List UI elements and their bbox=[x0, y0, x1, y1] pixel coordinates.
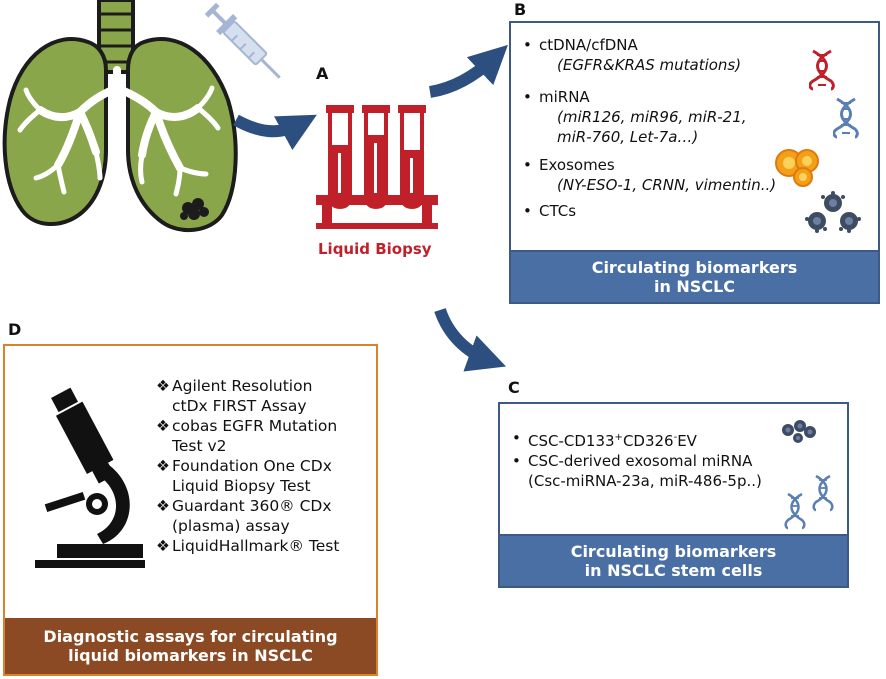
biomarker-exosomes: Exosomes bbox=[523, 155, 776, 175]
assay-foundation-cont: Liquid Biopsy Test bbox=[172, 477, 311, 495]
panel-b-footer: Circulating biomarkers in NSCLC bbox=[511, 250, 878, 302]
panel-d-footer-line-2: liquid biomarkers in NSCLC bbox=[68, 646, 313, 665]
assay-guardant: ❖Guardant 360® CDx bbox=[156, 497, 332, 515]
microscope-icon bbox=[35, 387, 145, 568]
csc-mirna-item: CSC-derived exosomal miRNA bbox=[512, 451, 762, 471]
panel-b-letter: B bbox=[514, 0, 527, 19]
panel-c-footer-line-1: Circulating biomarkers bbox=[570, 542, 777, 561]
biomarker-mirna-detail-2: miR-760, Let-7a…) bbox=[557, 128, 699, 146]
panel-c-footer-line-2: in NSCLC stem cells bbox=[584, 561, 763, 580]
panel-c-letter: C bbox=[508, 378, 520, 397]
assay-cobas-cont: Test v2 bbox=[172, 437, 227, 455]
panel-c-footer: Circulating biomarkers in NSCLC stem cel… bbox=[500, 534, 847, 586]
assay-cobas: ❖cobas EGFR Mutation bbox=[156, 417, 338, 435]
assay-agilent-cont: ctDx FIRST Assay bbox=[172, 397, 307, 415]
panel-b-footer-line-1: Circulating biomarkers bbox=[591, 258, 798, 277]
biomarker-mirna: miRNA bbox=[523, 87, 776, 107]
biomarker-exosomes-detail: (NY-ESO-1, CRNN, vimentin..) bbox=[557, 176, 777, 194]
ctc-cell-icon bbox=[782, 420, 816, 443]
assay-guardant-cont: (plasma) assay bbox=[172, 517, 290, 535]
csc-ev-item: CSC-CD133+CD326-EV bbox=[512, 428, 762, 451]
panel-c-list: CSC-CD133+CD326-EV CSC-derived exosomal … bbox=[512, 428, 762, 491]
assay-foundation: ❖Foundation One CDx bbox=[156, 457, 332, 475]
panel-b-box: ctDNA/cfDNA (EGFR&KRAS mutations) miRNA … bbox=[509, 21, 880, 304]
panel-d-box: ❖Agilent Resolution ctDx FIRST Assay ❖co… bbox=[3, 344, 378, 676]
ctc-cell-icon bbox=[805, 191, 861, 233]
biomarker-ctdna: ctDNA/cfDNA bbox=[523, 35, 776, 55]
dna-icon bbox=[809, 49, 835, 91]
dna-icon bbox=[784, 474, 834, 530]
panel-d-footer-line-1: Diagnostic assays for circulating bbox=[43, 627, 338, 646]
exosome-icon bbox=[775, 149, 819, 187]
biomarker-mirna-detail-1: (miR126, miR96, miR-21, bbox=[557, 108, 747, 126]
syringe-icon bbox=[204, 2, 281, 79]
assay-agilent: ❖Agilent Resolution bbox=[156, 377, 313, 395]
panel-c-box: CSC-CD133+CD326-EV CSC-derived exosomal … bbox=[498, 402, 849, 588]
panel-d-footer: Diagnostic assays for circulating liquid… bbox=[5, 618, 376, 674]
dna-icon bbox=[833, 97, 859, 139]
panel-b-footer-line-2: in NSCLC bbox=[653, 277, 736, 296]
test-tubes-icon bbox=[316, 105, 438, 229]
biomarker-ctdna-detail: (EGFR&KRAS mutations) bbox=[557, 56, 742, 74]
arrow-lungs-to-biopsy bbox=[233, 114, 317, 151]
panel-d-letter: D bbox=[8, 320, 22, 339]
assay-liquidhallmark: ❖LiquidHallmark® Test bbox=[156, 537, 340, 555]
liquid-biopsy-label: Liquid Biopsy bbox=[318, 240, 432, 258]
biomarker-ctcs: CTCs bbox=[523, 201, 776, 221]
arrow-biopsy-to-b bbox=[428, 44, 508, 98]
panel-a-letter: A bbox=[316, 64, 329, 83]
csc-mirna-detail: (Csc-miRNA-23a, miR-486-5p..) bbox=[528, 472, 762, 490]
lung-icon bbox=[2, 0, 281, 233]
arrow-biopsy-to-c bbox=[434, 307, 507, 372]
panel-d-list: ❖Agilent Resolution ctDx FIRST Assay ❖co… bbox=[156, 376, 339, 556]
panel-b-list: ctDNA/cfDNA (EGFR&KRAS mutations) miRNA … bbox=[523, 35, 776, 221]
